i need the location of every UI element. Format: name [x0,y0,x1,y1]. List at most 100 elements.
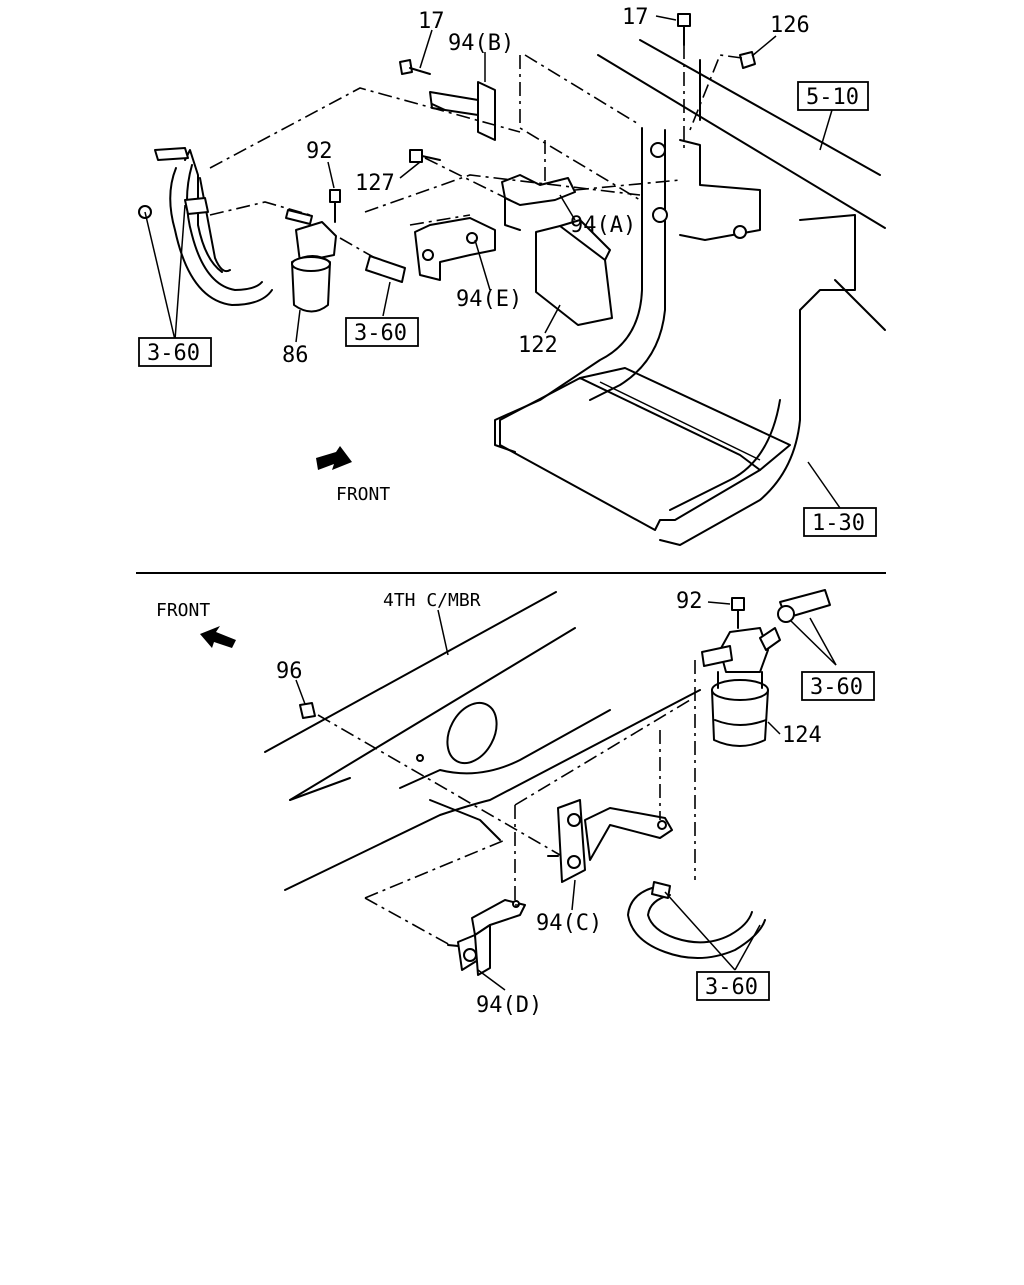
top-view: FRONT 17 94(B) 17 126 92 127 94(A) 94(E)… [138,5,886,546]
filter-124-rim [711,679,769,701]
hose-fitting [154,147,189,161]
leader-dashed [424,157,521,206]
crossmember-small-hole [416,754,424,762]
crossmember-top-edge [264,591,557,753]
ref-5-10[interactable]: 5-10 [806,85,859,110]
crossmember-gusset [429,799,501,841]
leader-dashed [689,54,743,131]
bolt-92-top [329,189,341,203]
leader-3-60-lower-2 [734,924,761,971]
callout-124: 124 [782,723,822,748]
ref-1-30[interactable]: 1-30 [812,511,865,536]
ref-box-1-30[interactable] [803,507,877,537]
carrier-tray [499,377,761,531]
ref-box-3-60-upper[interactable] [801,671,875,701]
leader-126 [751,35,777,57]
hose-lower-inner [647,894,753,944]
carrier-hanger-inner [589,129,666,401]
callout-94a: 94(A) [570,213,636,238]
carrier-tray-back [579,367,791,471]
ref-box-5-10[interactable] [797,81,869,111]
leader-5-10 [819,109,833,151]
bracket-94c-arm [584,807,673,861]
bracket-94d-hole [463,948,477,962]
crossmember-upper-flange [289,627,576,801]
leader-86 [295,309,301,343]
leader-124 [767,721,781,735]
bracket-94e [414,217,496,281]
bracket-94b [477,81,496,141]
callout-127: 127 [355,171,395,196]
leader-dashed [514,805,520,906]
frame-rail-upper-edge [597,54,886,229]
nut-126 [739,51,756,69]
leader-92-bottom [707,601,731,605]
bolt-17-left-shank [409,67,431,75]
bracket-94d-bolt [447,944,459,947]
leader-94c [571,879,576,911]
callout-94b: 94(B) [448,31,514,56]
callout-92-bottom: 92 [676,589,703,614]
crossmember-web-mid [399,709,611,789]
bolt-92-bottom [731,597,745,611]
ref-box-3-60-left[interactable] [138,337,212,367]
filter-124-band [714,719,767,726]
hose-clamp-lower [651,881,671,899]
hanger-bolt-head [650,142,666,158]
bracket-94d-side [474,924,491,976]
leader-dashed [339,237,376,259]
bolt-17-left [399,59,413,75]
leader-3-60-upper-2 [789,619,837,666]
callout-96: 96 [276,659,303,684]
member-label-4th-cmbr: 4TH C/MBR [383,590,481,611]
leader-17-right [655,15,677,21]
fuel-hose-left-return-2 [199,177,231,273]
leader-3-60-lower [664,891,736,971]
frame-rail-top-edge [639,39,881,176]
leader-dashed [574,179,681,191]
ref-box-3-60-mid[interactable] [345,317,419,347]
carrier-hanger-right [659,214,856,546]
leader-dashed [364,897,451,946]
filter-86-rim [291,256,331,272]
leader-3-60-left-2 [174,204,186,341]
ref-box-3-60-lower[interactable] [696,971,770,1001]
leader-4th-cmbr [437,609,449,656]
carrier-hanger-plate [679,139,761,241]
bracket-94c-hole [657,820,667,830]
leader-dashed [514,699,691,806]
carrier-hanger-right-inner [669,399,781,511]
nut-96 [299,702,316,719]
ref-3-60-upper[interactable]: 3-60 [810,675,863,700]
crossmember-hole [446,701,498,765]
ref-3-60-left[interactable]: 3-60 [147,341,200,366]
bracket-94a-leg [504,197,521,231]
leader-94e [474,239,491,291]
bracket-94d-hole [512,900,520,908]
leader-dashed [317,714,561,856]
bracket-94c-hole [567,813,581,827]
leader-dashed [209,87,521,169]
filter-inlet-fitting [285,209,313,225]
filter-124-outlet [759,627,781,651]
front-arrow-icon [200,626,236,648]
leader-122 [544,304,561,334]
ref-3-60-lower[interactable]: 3-60 [705,975,758,1000]
fuel-hose-left-inner [186,164,263,291]
hanger-bolt-head [652,207,668,223]
leader-94d [477,969,506,991]
bracket-94b-flange [429,91,479,116]
ref-3-60-mid[interactable]: 3-60 [354,321,407,346]
bolt-127-shank [421,155,441,161]
leader-92 [327,161,335,189]
leader-dashed [209,201,311,216]
front-arrow-icon [316,446,352,470]
front-label-top: FRONT [336,484,390,505]
hose-clamp [184,197,209,215]
callout-94d: 94(D) [476,993,542,1018]
filter-124-inlet [701,645,733,667]
crossmember-web-left [289,777,351,801]
leader-1-30 [807,461,841,509]
